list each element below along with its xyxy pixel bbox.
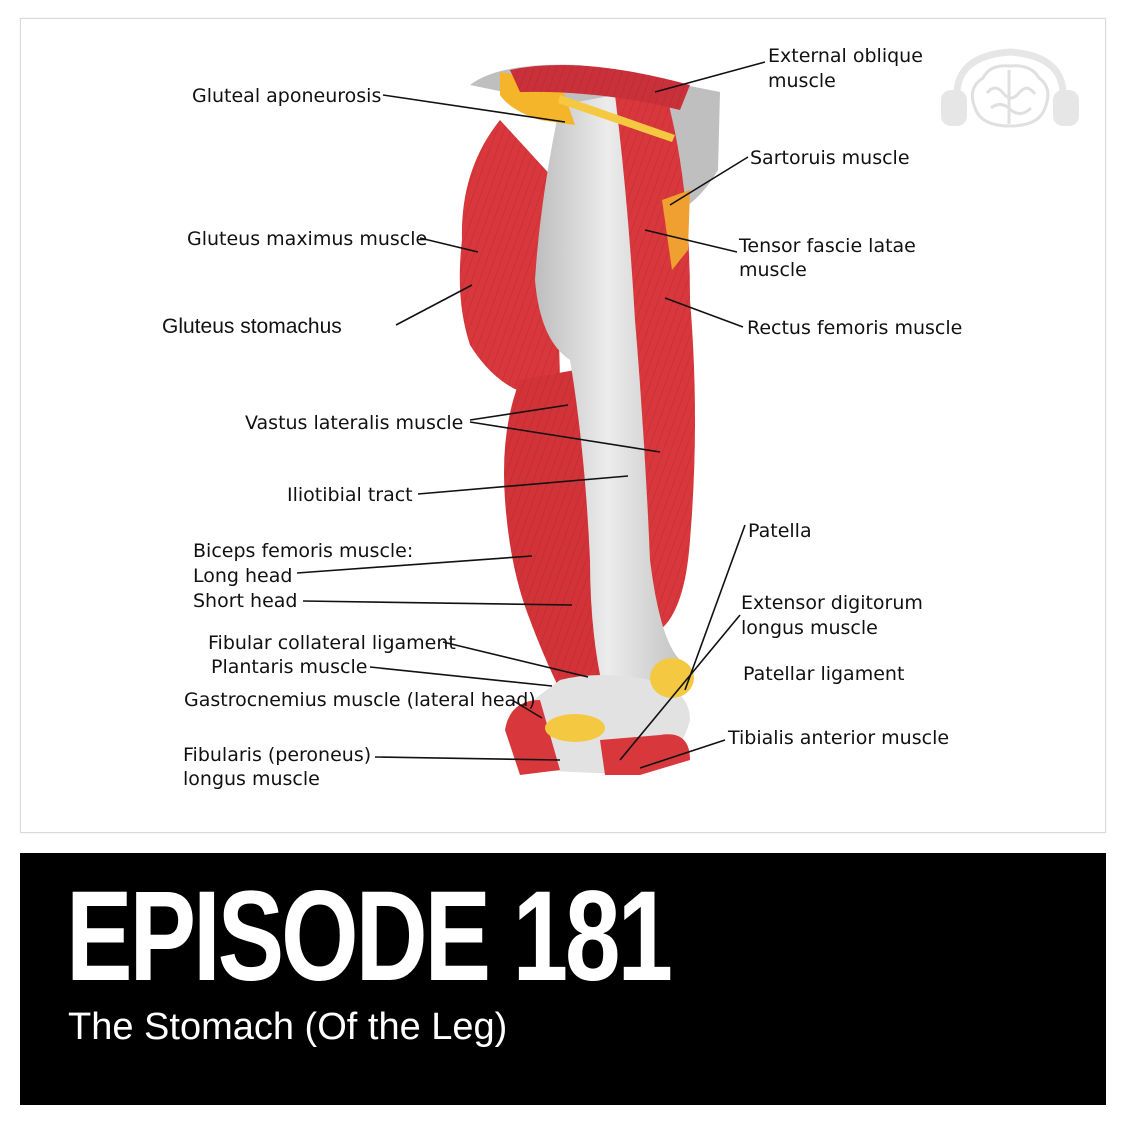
leader-vastus-lateralis-a (469, 404, 569, 421)
label-gastrocnemius: Gastrocnemius muscle (lateral head) (184, 689, 536, 711)
episode-banner: EPISODE 181 The Stomach (Of the Leg) (20, 853, 1106, 1105)
leader-gluteus-maximus (419, 237, 479, 253)
leg-illustration (459, 64, 720, 775)
gastrocnemius-shape (505, 700, 560, 775)
label-extensor-1: Extensor digitorum (741, 592, 923, 614)
iliotibial-tract-shape (535, 95, 680, 716)
label-plantaris: Plantaris muscle (211, 656, 367, 678)
label-extensor-2: longus muscle (741, 617, 878, 639)
fibular-head-fat (545, 714, 605, 742)
label-tensor-1: Tensor fascie latae (738, 235, 916, 257)
leg-anatomy-diagram: Gluteal aponeurosis External oblique mus… (162, 45, 962, 790)
leader-external-oblique (654, 61, 766, 93)
leader-vastus-lateralis-b (469, 421, 661, 453)
episode-subtitle: The Stomach (Of the Leg) (68, 1006, 508, 1048)
leader-fibularis (374, 756, 561, 761)
labels: Gluteal aponeurosis External oblique mus… (162, 45, 962, 790)
brain-headphones-icon (941, 48, 1079, 128)
leader-rectus-femoris (664, 297, 744, 328)
aponeurosis-band (558, 95, 675, 142)
label-vastus-lateralis: Vastus lateralis muscle (245, 412, 463, 434)
label-gluteus-maximus: Gluteus maximus muscle (187, 228, 427, 250)
label-tensor-2: muscle (739, 259, 807, 281)
label-rectus-femoris: Rectus femoris muscle (747, 317, 962, 339)
leader-sartorius (669, 156, 749, 206)
leader-fibular-collateral (442, 641, 589, 678)
leader-tensor (644, 229, 738, 253)
biceps-femoris-fibers (504, 370, 605, 690)
patella-fat (650, 658, 694, 698)
label-patella: Patella (748, 520, 812, 542)
label-gluteus-stomachus: Gluteus stomachus (162, 315, 342, 338)
gluteus-maximus-fibers (459, 120, 560, 395)
tensor-fat (662, 190, 690, 270)
label-fibularis-1: Fibularis (peroneus) (183, 744, 371, 766)
label-patellar-ligament: Patellar ligament (743, 663, 904, 685)
leader-tibialis-anterior (639, 739, 726, 769)
label-sartorius: Sartoruis muscle (750, 147, 910, 169)
leader-iliotibial-tract (417, 475, 629, 495)
label-biceps-3: Short head (193, 590, 297, 612)
leader-gastrocnemius (511, 699, 543, 719)
label-biceps-1: Biceps femoris muscle: (193, 540, 413, 562)
leader-gluteal-aponeurosis (382, 94, 566, 123)
external-oblique-fibers (510, 65, 690, 110)
tibialis-anterior-shape (600, 734, 690, 775)
leader-patella (684, 524, 746, 691)
label-gluteal-aponeurosis: Gluteal aponeurosis (192, 85, 381, 107)
leader-biceps-short (302, 600, 573, 606)
episode-title: EPISODE 181 (66, 865, 673, 1008)
label-fibularis-2: longus muscle (183, 768, 320, 790)
leader-lines (296, 61, 766, 769)
label-fibular-collateral: Fibular collateral ligament (208, 632, 456, 654)
leader-plantaris (369, 666, 553, 687)
leader-biceps-long (296, 555, 533, 574)
leader-extensor (619, 614, 741, 761)
label-external-oblique-2: muscle (768, 70, 836, 92)
label-biceps-2: Long head (193, 565, 292, 587)
label-iliotibial-tract: Iliotibial tract (287, 484, 413, 506)
leader-gluteus-stomachus (395, 284, 473, 326)
label-tibialis-anterior: Tibialis anterior muscle (727, 727, 949, 749)
label-external-oblique-1: External oblique (768, 45, 923, 67)
